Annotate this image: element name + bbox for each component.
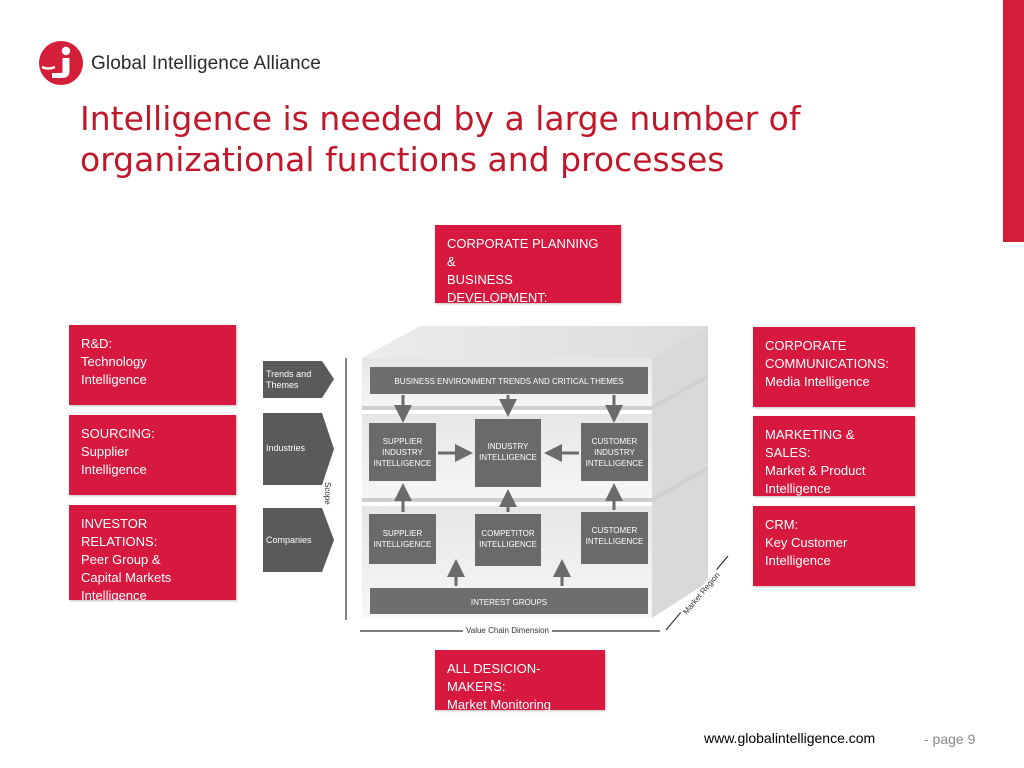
scope-axis-label: Scope <box>323 482 332 505</box>
supplier-industry-label: SUPPLIER INDUSTRY INTELLIGENCE <box>369 436 436 469</box>
box-line: Media Intelligence <box>765 374 870 389</box>
box-line: Strategic Intelligence <box>447 308 568 323</box>
box-rd: R&D: Technology Intelligence <box>69 325 236 405</box>
box-line: Intelligence <box>81 588 147 603</box>
label-line: INTELLIGENCE <box>479 453 537 462</box>
industry-intelligence-label: INDUSTRY INTELLIGENCE <box>475 441 541 463</box>
box-corporate-communications: CORPORATE COMMUNICATIONS: Media Intellig… <box>753 327 915 407</box>
level-tag-industries <box>263 413 334 485</box>
brand-name: Global Intelligence Alliance <box>91 53 321 74</box>
level-tag-companies <box>263 508 334 572</box>
box-line: Supplier <box>81 444 129 459</box>
box-line: Market & Product <box>765 463 866 478</box>
box-line: MARKETING & SALES: <box>765 427 855 460</box>
flow-arrows <box>394 395 623 586</box>
label-line: INTELLIGENCE <box>585 459 644 468</box>
level-label-trends: Trends and Themes <box>266 369 316 391</box>
box-line: Technology <box>81 354 147 369</box>
box-line: SOURCING: <box>81 426 155 441</box>
label-line: COMPETITOR <box>481 529 535 538</box>
box-crm: CRM: Key Customer Intelligence <box>753 506 915 586</box>
label-line: SUPPLIER <box>382 437 423 446</box>
trends-bar <box>370 367 648 394</box>
label-line: CUSTOMER <box>591 437 638 446</box>
box-sourcing: SOURCING: Supplier Intelligence <box>69 415 236 495</box>
box-line: Intelligence <box>765 553 831 568</box>
box-line: COMMUNICATIONS: <box>765 356 889 371</box>
box-line: Intelligence <box>81 462 147 477</box>
competitor-intelligence-label: COMPETITOR INTELLIGENCE <box>475 528 541 550</box>
level-label-industries: Industries <box>266 443 306 453</box>
industry-intelligence-box <box>475 419 541 487</box>
level-tag-trends <box>263 361 334 398</box>
interest-groups-label: INTEREST GROUPS <box>470 598 548 607</box>
gi-logo-icon <box>39 41 83 85</box>
box-line: R&D: <box>81 336 113 351</box>
label-line: Trends and <box>266 369 312 379</box>
customer-intelligence-label: CUSTOMER INTELLIGENCE <box>581 525 648 547</box>
box-line: Market Monitoring <box>447 697 552 712</box>
box-marketing-sales: MARKETING & SALES: Market & Product Inte… <box>753 416 915 496</box>
box-line: BUSINESS DEVELOPMENT: <box>447 272 548 305</box>
box-line: Capital Markets <box>81 570 172 585</box>
box-investor-relations: INVESTOR RELATIONS: Peer Group & Capital… <box>69 505 236 603</box>
label-line: INTELLIGENCE <box>373 540 432 549</box>
label-line: INDUSTRY <box>382 448 423 457</box>
value-chain-axis-label: Value Chain Dimension <box>463 626 553 635</box>
customer-intelligence-box <box>581 512 648 564</box>
box-line: Intelligence <box>765 481 831 496</box>
label-line: INTELLIGENCE <box>373 459 432 468</box>
label-line: Themes <box>266 380 299 390</box>
trends-bar-label: BUSINESS ENVIRONMENT TRENDS AND CRITICAL… <box>394 377 624 386</box>
supplier-intelligence-label: SUPPLIER INTELLIGENCE <box>369 528 436 550</box>
page-number: - page 9 <box>924 731 976 747</box>
footer-url-link[interactable]: www.globalintelligence.com <box>704 730 876 746</box>
label-line: INDUSTRY <box>487 442 529 451</box>
level-label-companies: Companies <box>266 535 312 545</box>
interest-groups-bar <box>370 588 648 614</box>
box-line: CORPORATE <box>765 338 847 353</box>
label-line: INTELLIGENCE <box>585 537 644 546</box>
box-line: ALL DESICION-MAKERS: <box>447 661 541 694</box>
box-line: Peer Group & <box>81 552 161 567</box>
label-line: INDUSTRY <box>594 448 635 457</box>
cube-top-face <box>362 326 708 358</box>
label-line: SUPPLIER <box>382 529 423 538</box>
box-line: Intelligence <box>81 372 147 387</box>
supplier-intelligence-box <box>369 514 436 564</box>
page-title: Intelligence is needed by a large number… <box>80 98 980 180</box>
competitor-intelligence-box <box>475 514 541 566</box>
customer-industry-box <box>581 423 648 481</box>
label-line: CUSTOMER <box>591 526 638 535</box>
box-line: INVESTOR RELATIONS: <box>81 516 158 549</box>
box-corporate-planning: CORPORATE PLANNING & BUSINESS DEVELOPMEN… <box>435 225 621 323</box>
accent-bar <box>1003 0 1024 242</box>
label-line: INTELLIGENCE <box>479 540 537 549</box>
customer-industry-label: CUSTOMER INDUSTRY INTELLIGENCE <box>581 436 648 469</box>
box-line: Key Customer <box>765 535 848 550</box>
box-all-decision-makers: ALL DESICION-MAKERS: Market Monitoring <box>435 650 605 712</box>
title-line-2: organizational functions and processes <box>80 140 725 179</box>
box-line: CORPORATE PLANNING & <box>447 236 599 269</box>
box-line: CRM: <box>765 517 799 532</box>
supplier-industry-box <box>369 423 436 481</box>
title-line-1: Intelligence is needed by a large number… <box>80 99 801 138</box>
